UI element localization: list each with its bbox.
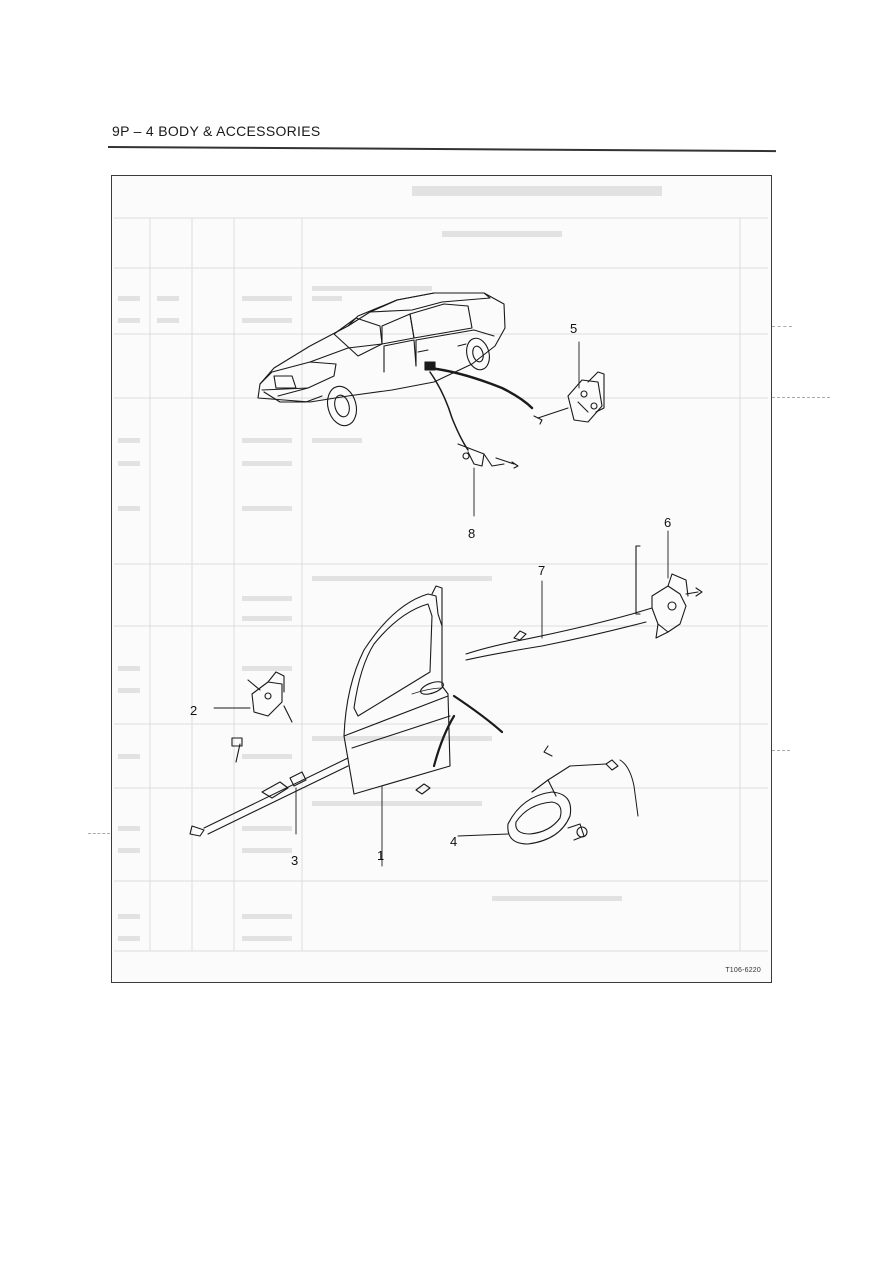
bleed-through-table [114, 186, 768, 952]
callout-7: 7 [538, 563, 546, 578]
lower-hinge-part-2 [213, 671, 293, 723]
outside-handle-part-4 [457, 745, 639, 845]
latch-part-6 [635, 530, 703, 639]
page-title: 9P – 4 BODY & ACCESSORIES [112, 123, 321, 139]
edge-mark [772, 750, 790, 751]
callout-4: 4 [450, 834, 458, 849]
sedan-overview-drawing [257, 292, 506, 427]
edge-mark [772, 397, 830, 398]
callout-2: 2 [190, 703, 198, 718]
edge-mark [772, 326, 792, 327]
header-rule [107, 146, 776, 153]
exploded-view-figure: 5 8 6 7 2 1 3 4 T106-6220 [111, 175, 772, 983]
callout-6: 6 [664, 515, 672, 530]
edge-mark [88, 833, 110, 834]
door-check-part-8 [457, 443, 519, 517]
check-strap-part-3 [189, 737, 349, 837]
callout-3: 3 [291, 853, 299, 868]
callout-1: 1 [377, 848, 385, 863]
figure-code: T106-6220 [725, 967, 761, 974]
hinge-part-5 [533, 341, 605, 425]
rod-cable-part-7 [465, 580, 653, 661]
callout-8: 8 [468, 526, 476, 541]
front-door-part-1 [343, 585, 504, 867]
callout-5: 5 [570, 321, 578, 336]
door-parts-illustration [189, 292, 703, 867]
